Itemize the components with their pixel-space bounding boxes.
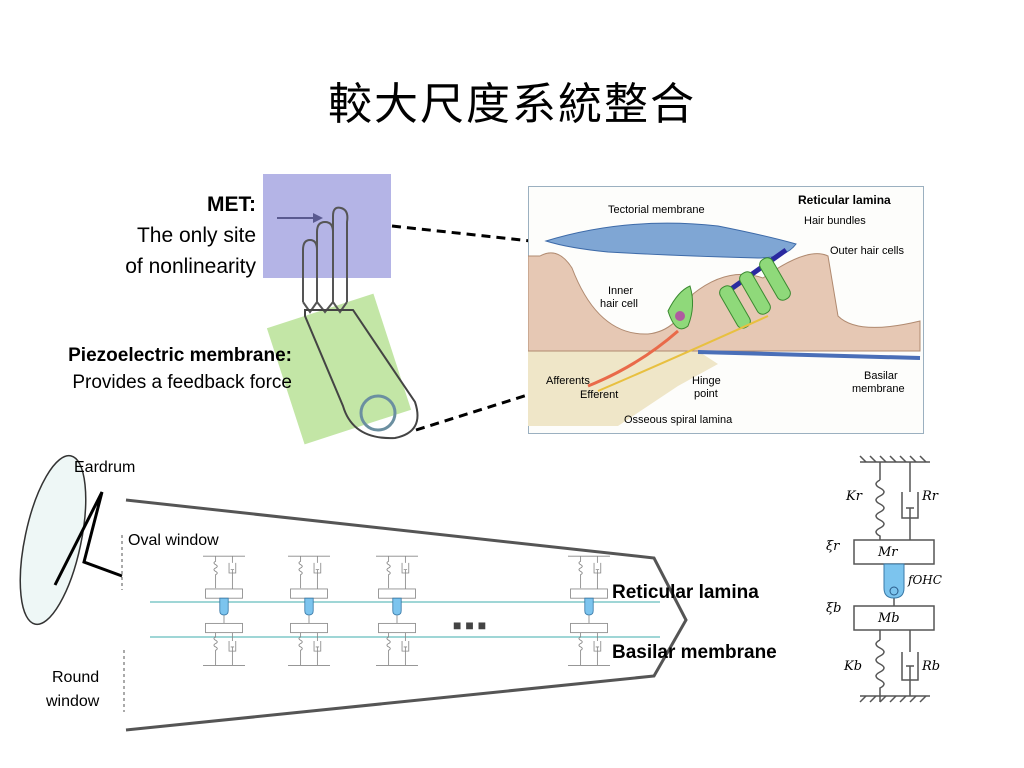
cochlea-outline — [125, 498, 688, 732]
ohc-piston — [883, 563, 905, 599]
mass-mb — [853, 605, 935, 631]
label-inner-1: Inner — [608, 285, 633, 297]
label-basilar-1: Basilar — [864, 370, 898, 382]
label-mr: Mr — [877, 545, 898, 560]
label-rb: Rb — [921, 659, 940, 674]
oval-window-label: Oval window — [128, 532, 219, 549]
label-afferents: Afferents — [546, 375, 590, 387]
basilar-membrane-label: Basilar membrane — [612, 642, 777, 663]
label-mb: Mb — [877, 611, 900, 626]
spring-kb — [875, 639, 885, 702]
met-box — [263, 174, 391, 278]
label-kr: Kr — [845, 489, 863, 504]
piezo-box — [266, 293, 412, 445]
round-window-label-1: Round — [52, 669, 99, 686]
eardrum-label: Eardrum — [74, 459, 135, 476]
cell-body — [304, 309, 419, 440]
organ-of-corti-figure: Tectorial membrane Reticular lamina Hair… — [528, 186, 924, 434]
label-hinge-1: Hinge — [692, 375, 721, 387]
label-xir: ξr — [826, 539, 840, 554]
met-line-1: The only site — [136, 224, 256, 247]
label-basilar-2: membrane — [852, 383, 905, 395]
mass-spring-unit — [288, 555, 331, 666]
stereocilia — [302, 206, 349, 314]
piezo-title: Piezoelectric membrane: — [68, 345, 292, 366]
nucleus — [359, 394, 397, 432]
reticular-lamina-label: Reticular lamina — [612, 582, 759, 603]
inner-hair-cell — [667, 285, 694, 330]
label-kb: Kb — [843, 659, 862, 674]
met-line-2: of nonlinearity — [125, 255, 256, 278]
met-title: MET: — [207, 193, 256, 216]
cochlea-model: ■ ■ ■ Eardrum Oval window Round window R… — [19, 454, 777, 732]
mass-spring-unit — [568, 555, 611, 666]
single-unit-model: Kr Rr ξr Mr fOHC ξb Mb Kb Rb — [826, 455, 942, 703]
mass-spring-unit — [376, 555, 419, 666]
ossicles — [53, 491, 123, 586]
label-outer-hair: Outer hair cells — [830, 245, 904, 257]
mass-spring-unit — [203, 555, 246, 666]
mass-spring-units — [203, 555, 611, 666]
label-hinge-2: point — [694, 388, 718, 400]
damper-rr — [901, 492, 919, 540]
reticular-lamina-bar — [722, 247, 788, 297]
osseous-lamina — [528, 351, 718, 426]
mass-mr — [853, 539, 935, 565]
spring-kr — [875, 479, 885, 542]
label-xib: ξb — [826, 601, 841, 616]
label-reticular: Reticular lamina — [798, 193, 891, 207]
hair-cell-schematic — [263, 174, 419, 445]
label-inner-2: hair cell — [600, 298, 638, 310]
piezo-desc: Provides a feedback force — [72, 372, 292, 393]
label-tectorial: Tectorial membrane — [608, 204, 705, 216]
label-osseous: Osseous spiral lamina — [624, 414, 733, 426]
label-hair-bundles: Hair bundles — [804, 215, 866, 227]
label-efferent: Efferent — [580, 389, 618, 401]
label-rr: Rr — [921, 489, 939, 504]
ellipsis: ■ ■ ■ — [453, 617, 486, 633]
label-fohc: fOHC — [907, 573, 942, 587]
page-title: 較大尺度系統整合 — [328, 79, 696, 130]
outer-hair-cells — [719, 257, 791, 329]
damper-rb — [901, 652, 919, 696]
round-window-label-2: window — [45, 693, 100, 710]
eardrum-shape — [19, 454, 87, 626]
